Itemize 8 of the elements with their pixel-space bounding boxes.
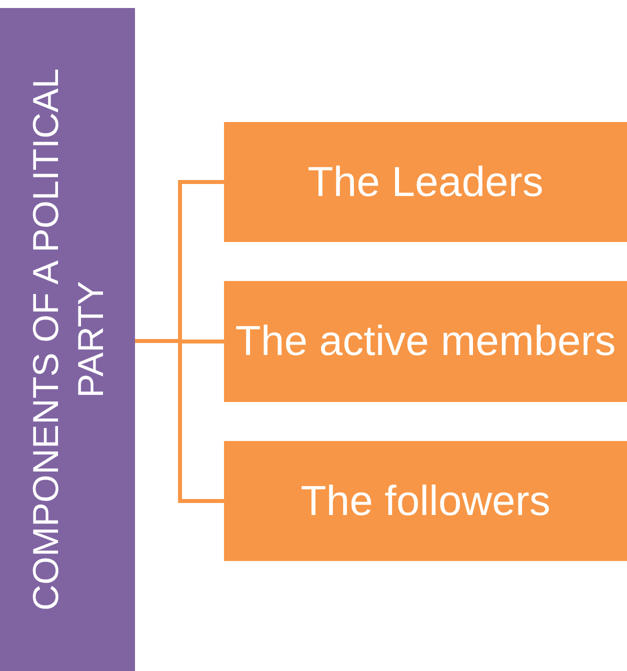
- component-box: [224, 441, 627, 561]
- vertical-title: COMPONENTS OF A POLITICAL PARTY: [24, 67, 112, 613]
- box-label: The followers: [300, 476, 550, 526]
- box-label: The active members: [235, 316, 616, 366]
- component-box: [224, 122, 627, 242]
- component-box: [224, 281, 627, 402]
- title-bar: [0, 8, 135, 671]
- box-label: The Leaders: [308, 156, 544, 207]
